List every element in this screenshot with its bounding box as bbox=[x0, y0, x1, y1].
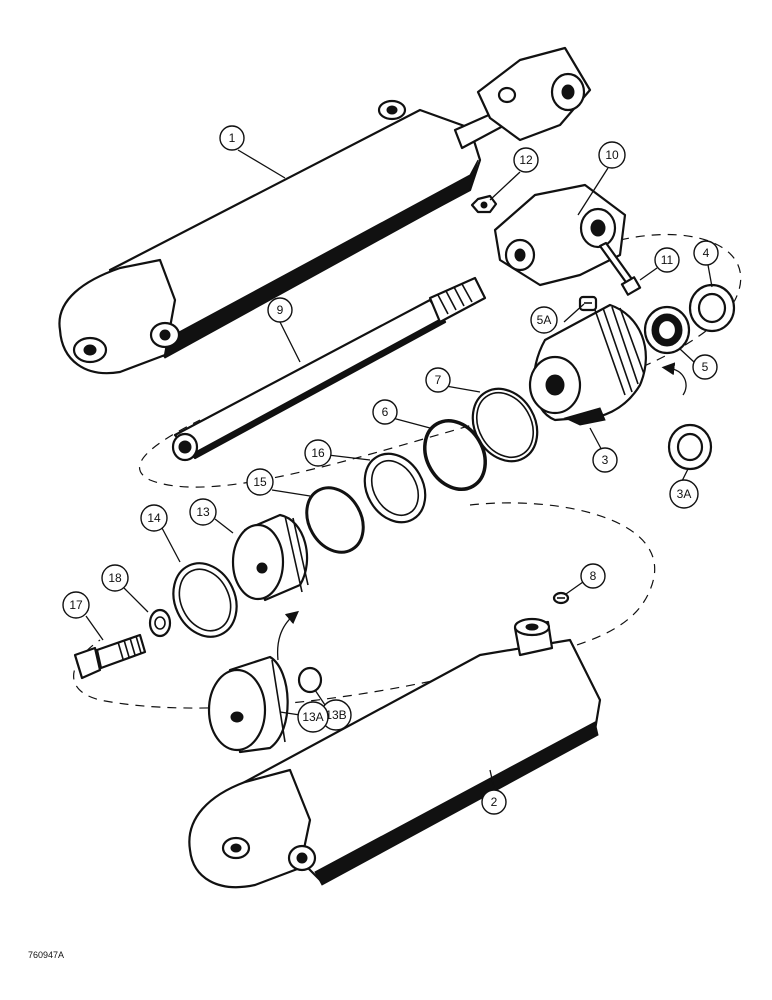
callout-label: 5A bbox=[537, 313, 552, 327]
washer-part bbox=[148, 608, 172, 638]
callout-8: 8 bbox=[580, 563, 606, 589]
callout-label: 12 bbox=[519, 153, 533, 167]
lower-group-dashed-outline bbox=[73, 502, 656, 709]
piston-o-ring-part bbox=[305, 486, 365, 554]
callout-13: 13 bbox=[189, 498, 217, 526]
cylinder-assembly-part bbox=[58, 46, 592, 375]
piston-part bbox=[231, 513, 309, 602]
small-o-ring-part bbox=[297, 666, 323, 694]
callout-16: 16 bbox=[304, 439, 332, 467]
install-arrow-piston bbox=[276, 610, 299, 661]
callout-7: 7 bbox=[425, 367, 451, 393]
small-screw-part bbox=[552, 591, 570, 605]
callout-label: 7 bbox=[435, 373, 442, 387]
callout-5: 5 bbox=[692, 354, 718, 380]
wear-ring-part bbox=[172, 562, 238, 638]
callout-15: 15 bbox=[246, 468, 274, 496]
callout-13b: 13B bbox=[320, 699, 352, 731]
callout-label: 16 bbox=[311, 446, 325, 460]
callout-label: 4 bbox=[703, 246, 710, 260]
callout-17: 17 bbox=[62, 591, 90, 619]
callout-label: 9 bbox=[277, 303, 284, 317]
callout-12: 12 bbox=[513, 147, 539, 173]
leader-lines bbox=[85, 149, 713, 789]
install-arrow-rod-guide bbox=[661, 362, 687, 396]
piston-backup-ring-part bbox=[363, 452, 427, 524]
setscrew-part bbox=[578, 295, 598, 312]
callout-9: 9 bbox=[267, 297, 293, 323]
callout-13a: 13A bbox=[297, 701, 329, 733]
callout-label: 13 bbox=[196, 505, 210, 519]
callout-label: 17 bbox=[69, 598, 83, 612]
alternate-piston-part bbox=[207, 655, 289, 754]
piston-rod-part bbox=[171, 276, 487, 462]
callout-label: 2 bbox=[491, 795, 498, 809]
upper-group-dashed-outline bbox=[138, 233, 742, 488]
callout-label: 13B bbox=[325, 708, 346, 722]
callout-2: 2 bbox=[481, 789, 507, 815]
bolt-part bbox=[73, 633, 147, 680]
callout-5a: 5A bbox=[530, 306, 558, 334]
o-ring-part-6 bbox=[423, 419, 487, 491]
callout-4: 4 bbox=[693, 240, 719, 266]
callout-3: 3 bbox=[592, 447, 618, 473]
callout-label: 3A bbox=[677, 487, 692, 501]
callout-label: 18 bbox=[108, 571, 122, 585]
wiper-ring-part bbox=[688, 283, 736, 333]
callout-label: 14 bbox=[147, 511, 161, 525]
rod-guide-part bbox=[528, 303, 647, 426]
callout-label: 6 bbox=[382, 405, 389, 419]
callout-3a: 3A bbox=[669, 479, 699, 509]
figure-id-label: 760947A bbox=[28, 950, 64, 960]
callout-label: 11 bbox=[661, 253, 674, 267]
cap-screw-part bbox=[598, 241, 642, 296]
callout-label: 3 bbox=[602, 453, 609, 467]
rod-seal-part bbox=[643, 305, 691, 355]
callout-6: 6 bbox=[372, 399, 398, 425]
callout-11: 11 bbox=[654, 247, 680, 273]
callout-label: 1 bbox=[229, 131, 236, 145]
callout-label: 10 bbox=[605, 148, 619, 162]
callout-1: 1 bbox=[219, 125, 245, 151]
callout-label: 13A bbox=[302, 710, 323, 724]
rod-clevis-part bbox=[493, 183, 627, 287]
backup-ring-part bbox=[667, 423, 713, 471]
callout-14: 14 bbox=[140, 504, 168, 532]
cylinder-barrel-part bbox=[188, 617, 602, 889]
callout-18: 18 bbox=[101, 564, 129, 592]
callout-10: 10 bbox=[598, 141, 626, 169]
callout-label: 15 bbox=[253, 475, 267, 489]
callout-label: 8 bbox=[590, 569, 597, 583]
callout-label: 5 bbox=[702, 360, 709, 374]
